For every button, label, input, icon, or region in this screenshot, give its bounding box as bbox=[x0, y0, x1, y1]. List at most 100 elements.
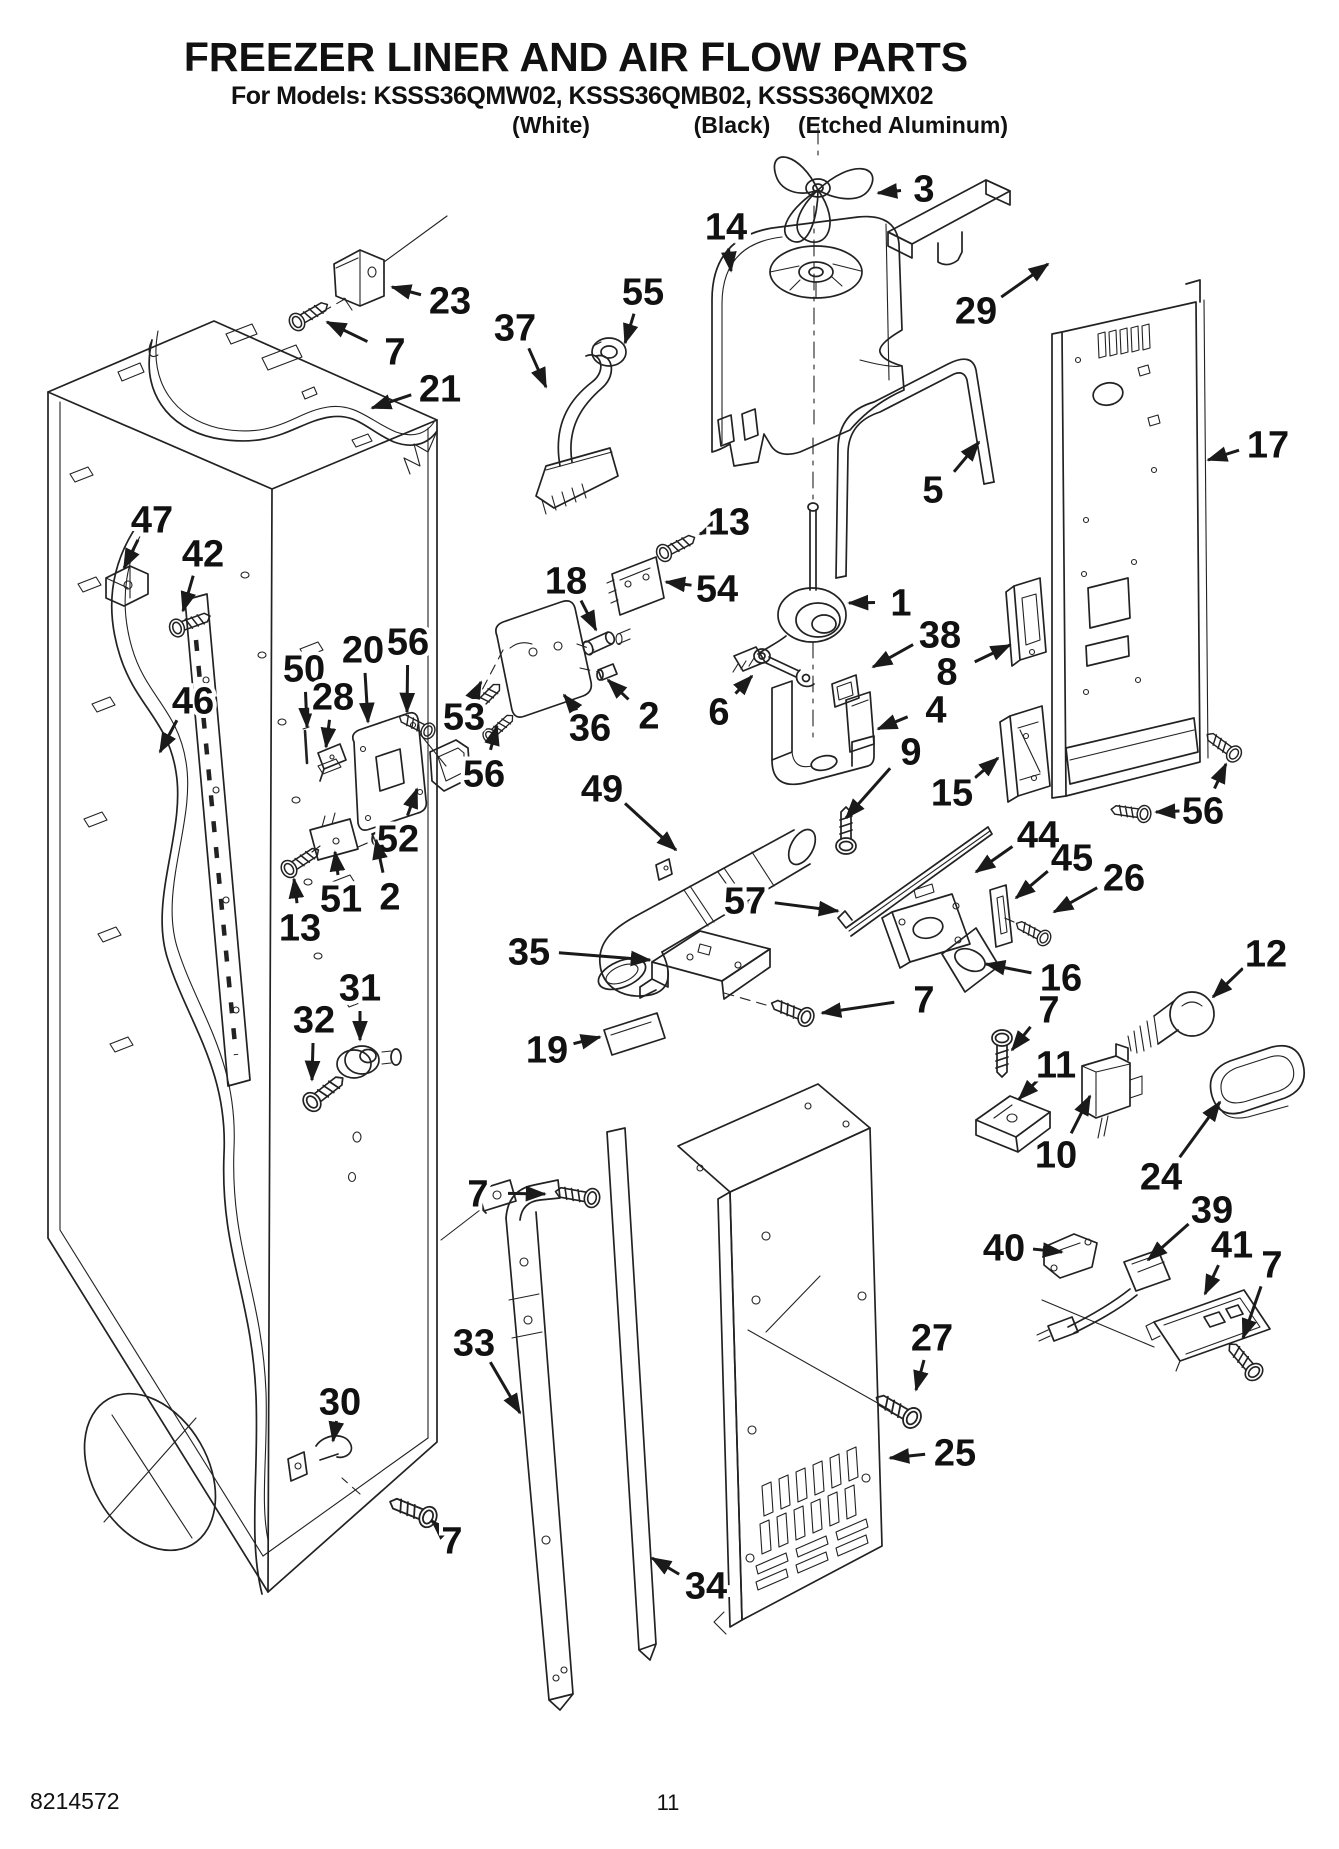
leader-arrow bbox=[358, 672, 375, 724]
sticker-19 bbox=[603, 1012, 666, 1056]
callout-29: 29 bbox=[955, 291, 997, 333]
leader-arrow bbox=[888, 1448, 926, 1464]
leader-arrow bbox=[390, 284, 422, 300]
callout-15: 15 bbox=[931, 773, 973, 815]
freezer-liner-box bbox=[47, 320, 438, 1595]
leader-arrow bbox=[489, 1361, 522, 1415]
leader-arrow bbox=[1032, 1242, 1064, 1258]
cover-25-group bbox=[677, 1083, 926, 1635]
callout-7: 7 bbox=[1038, 990, 1059, 1032]
deflector-57 bbox=[837, 826, 993, 937]
callout-56: 56 bbox=[463, 754, 505, 796]
switch-group bbox=[1036, 1233, 1271, 1385]
leader-arrow bbox=[465, 680, 483, 703]
leader-arrow bbox=[774, 900, 840, 917]
leader-arrow bbox=[876, 714, 909, 731]
callout-35: 35 bbox=[508, 932, 550, 974]
clip-30-group bbox=[287, 1435, 441, 1531]
callout-56: 56 bbox=[1182, 791, 1224, 833]
leader-arrow bbox=[558, 950, 652, 967]
callout-13: 13 bbox=[279, 908, 321, 950]
callout-53: 53 bbox=[443, 697, 485, 739]
callout-1: 1 bbox=[890, 583, 911, 625]
side-panel-17 bbox=[1051, 279, 1246, 825]
callout-32: 32 bbox=[293, 1000, 335, 1042]
leader-arrow bbox=[820, 1000, 895, 1018]
leader-arrow bbox=[974, 643, 1012, 664]
callout-2: 2 bbox=[379, 877, 400, 919]
callout-56: 56 bbox=[387, 622, 429, 664]
leader-arrow bbox=[698, 518, 721, 536]
callout-28: 28 bbox=[312, 677, 354, 719]
thermostat-36-group bbox=[464, 528, 700, 747]
leader-arrow bbox=[180, 575, 196, 613]
leader-arrow bbox=[158, 719, 179, 754]
page-title: FREEZER LINER AND AIR FLOW PARTS bbox=[183, 34, 969, 80]
fan-blade-3 bbox=[773, 127, 874, 243]
strip-34 bbox=[606, 1127, 657, 1661]
link-6 bbox=[753, 648, 815, 688]
callout-46: 46 bbox=[172, 681, 214, 723]
leader-arrow bbox=[484, 724, 500, 751]
leader-arrow bbox=[507, 1185, 547, 1202]
leader-arrow bbox=[298, 691, 315, 729]
callout-23: 23 bbox=[429, 281, 471, 323]
callout-26: 26 bbox=[1103, 858, 1145, 900]
leader-arrow bbox=[871, 643, 914, 669]
leader-arrow bbox=[650, 1556, 680, 1576]
callout-10: 10 bbox=[1035, 1135, 1077, 1177]
rail-46-group bbox=[105, 565, 251, 1087]
leader-arrow bbox=[1211, 967, 1244, 999]
leader-arrow bbox=[573, 1034, 602, 1050]
leader-arrow bbox=[913, 1359, 929, 1392]
callout-13: 13 bbox=[708, 502, 750, 544]
leader-arrow bbox=[623, 802, 678, 852]
callout-3: 3 bbox=[913, 169, 934, 211]
leader-arrow bbox=[328, 1420, 345, 1443]
callout-38: 38 bbox=[919, 615, 961, 657]
callout-16: 16 bbox=[1040, 958, 1082, 1000]
callout-18: 18 bbox=[545, 561, 587, 603]
callout-52: 52 bbox=[377, 819, 419, 861]
leader-arrow bbox=[952, 440, 981, 473]
callout-4: 4 bbox=[925, 690, 946, 732]
callout-37: 37 bbox=[494, 308, 536, 350]
callout-12: 12 bbox=[1245, 934, 1287, 976]
color-label-etched: (Etched Aluminum) bbox=[798, 112, 1008, 138]
leader-arrow bbox=[664, 576, 692, 593]
leader-arrow bbox=[579, 599, 598, 632]
leader-arrow bbox=[122, 539, 140, 570]
callout-51: 51 bbox=[320, 879, 362, 921]
callout-2: 2 bbox=[638, 696, 659, 738]
page-number: 11 bbox=[656, 1790, 680, 1815]
callout-7: 7 bbox=[467, 1174, 488, 1216]
color-label-black: (Black) bbox=[693, 112, 771, 138]
callout-36: 36 bbox=[569, 708, 611, 750]
callout-7: 7 bbox=[1261, 1245, 1282, 1287]
leader-arrow bbox=[399, 664, 416, 714]
leader-arrow bbox=[325, 320, 369, 343]
callout-7: 7 bbox=[441, 1521, 462, 1563]
leader-arrow bbox=[304, 1042, 321, 1082]
callout-25: 25 bbox=[934, 1433, 976, 1475]
leader-arrow bbox=[1154, 803, 1180, 820]
callout-45: 45 bbox=[1051, 838, 1093, 880]
leader-arrow bbox=[1010, 1025, 1032, 1052]
leader-arrow bbox=[721, 248, 737, 273]
callout-19: 19 bbox=[526, 1030, 568, 1072]
duct-49 bbox=[597, 828, 817, 997]
callout-31: 31 bbox=[339, 968, 381, 1010]
leader-arrow bbox=[1146, 1222, 1190, 1262]
leader-arrow bbox=[876, 183, 902, 199]
callout-30: 30 bbox=[319, 1382, 361, 1424]
brackets-8-15 bbox=[999, 577, 1051, 803]
callout-39: 39 bbox=[1191, 1190, 1233, 1232]
callout-7: 7 bbox=[913, 980, 934, 1022]
callout-24: 24 bbox=[1140, 1157, 1182, 1199]
leader-arrow bbox=[733, 674, 754, 696]
spacer-29 bbox=[887, 179, 1011, 266]
callout-34: 34 bbox=[685, 1566, 727, 1608]
leader-arrow bbox=[562, 693, 583, 715]
leader-arrow bbox=[984, 959, 1032, 976]
